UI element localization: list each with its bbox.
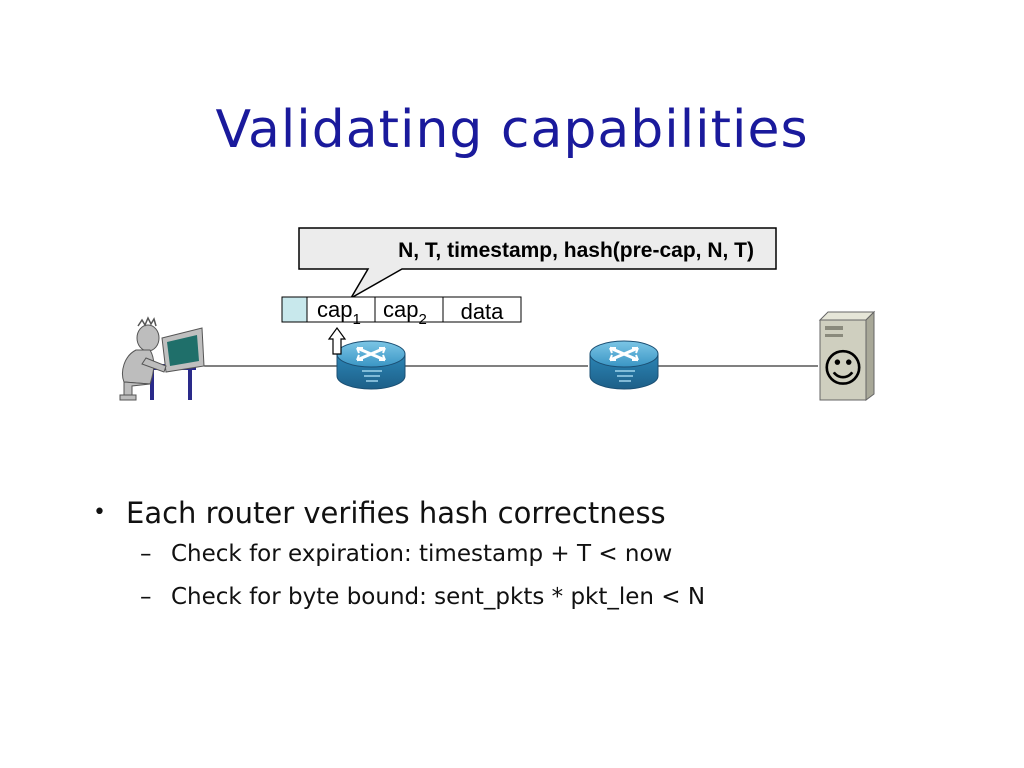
packet-cap2-cell: [374, 296, 444, 323]
cap1-label: cap1: [317, 297, 361, 328]
hash-callout: N, T, timestamp, hash(pre-cap, N, T): [298, 227, 777, 301]
bullet-dash-icon: –: [140, 584, 152, 610]
bullet-dot-icon: •: [93, 500, 106, 525]
bullet-sub-2-text: Check for byte bound: sent_pkts * pkt_le…: [171, 584, 706, 610]
bullet-main-text: Each router verifies hash correctness: [126, 496, 666, 530]
bullet-main: • Each router verifies hash correctness: [88, 494, 705, 532]
up-arrow-icon: [327, 326, 347, 355]
bullet-list: • Each router verifies hash correctness …: [88, 494, 705, 618]
user-at-computer-icon: [119, 316, 205, 401]
bullet-sub-1: – Check for expiration: timestamp + T < …: [88, 533, 705, 575]
router-2-icon: [589, 340, 659, 390]
router-1-icon: [336, 340, 406, 390]
bullet-dash-icon: –: [140, 541, 152, 567]
data-label: data: [461, 299, 505, 324]
cap2-label: cap2: [383, 297, 427, 328]
server-smiley-icon: ☺: [822, 346, 864, 392]
bullet-sub-2: – Check for byte bound: sent_pkts * pkt_…: [88, 576, 705, 618]
slide-title: Validating capabilities: [215, 100, 809, 160]
packet-data-cell: [442, 296, 522, 323]
callout-text: N, T, timestamp, hash(pre-cap, N, T): [398, 239, 754, 262]
packet-header-cell: [281, 296, 308, 323]
bullet-sub-1-text: Check for expiration: timestamp + T < no…: [171, 541, 673, 567]
packet: cap1 cap2 data: [281, 296, 522, 328]
server-icon: ☺: [818, 310, 876, 401]
